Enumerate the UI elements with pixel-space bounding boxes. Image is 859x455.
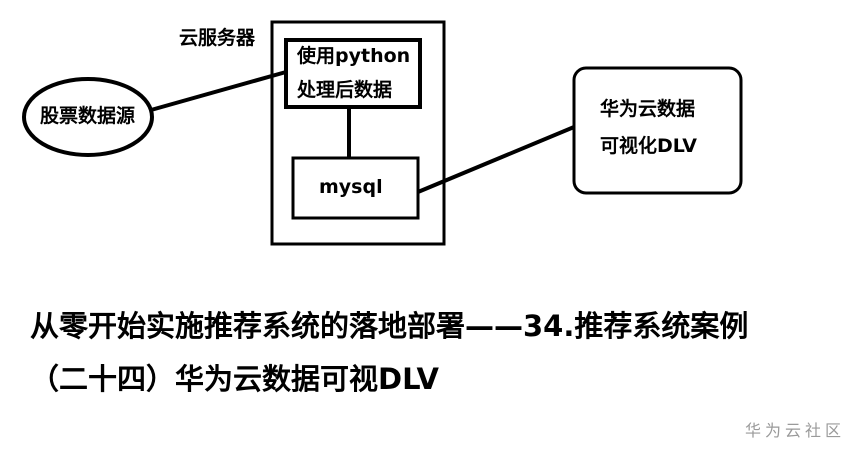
processing-label-line2: 处理后数据 <box>297 79 393 101</box>
page-title-line2: （二十四）华为云数据可视DLV <box>30 362 440 396</box>
dlv-label-line1: 华为云数据 <box>600 98 696 120</box>
stock-source-ellipse <box>22 77 154 157</box>
mysql-box <box>291 156 420 220</box>
cloud-server-label: 云服务器 <box>179 27 256 49</box>
dlv-visualization-box <box>572 66 743 195</box>
stock-source-label: 股票数据源 <box>40 105 136 127</box>
source-to-processing-connector <box>150 70 287 112</box>
mysql-to-dlv-connector <box>417 125 575 194</box>
mysql-label: mysql <box>319 176 383 198</box>
processing-label-line1: 使用python <box>297 45 411 67</box>
watermark-text: 华为云社区 <box>744 421 845 440</box>
dlv-label-line2: 可视化DLV <box>600 135 697 157</box>
page-title-line1: 从零开始实施推荐系统的落地部署——34.推荐系统案例 <box>30 309 749 343</box>
cloud-server-box <box>270 20 446 246</box>
